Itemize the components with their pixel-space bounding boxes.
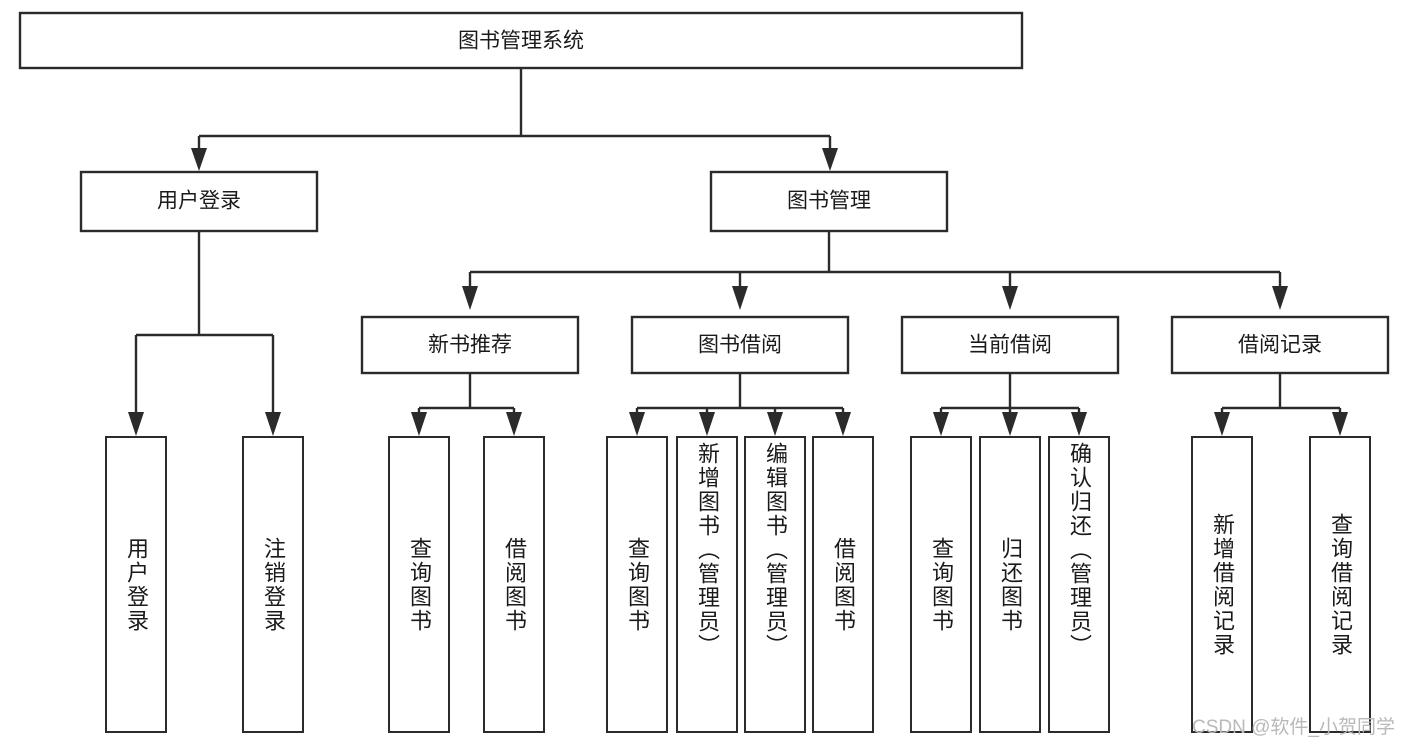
- node-new-book-recommend-rect[interactable]: [360, 315, 580, 375]
- node-user-login-label: 用户登录: [157, 190, 241, 213]
- arrow-icon: [835, 412, 851, 436]
- arrow-icon: [191, 148, 207, 171]
- arrow-icon: [462, 286, 478, 310]
- leaf-add-borrow-record[interactable]: 新增借阅记录: [1191, 436, 1253, 733]
- arrow-icon: [933, 412, 949, 436]
- node-book-management[interactable]: 图书管理: [709, 170, 949, 233]
- arrow-icon: [1002, 286, 1018, 310]
- leaf-user-login[interactable]: 用户登录: [105, 436, 167, 733]
- leaf-current-query-book-label: 查询图书: [929, 536, 954, 633]
- leaf-recommend-query-book[interactable]: 查询图书: [388, 436, 450, 733]
- arrow-icon: [1272, 286, 1288, 310]
- node-user-login[interactable]: 用户登录: [79, 170, 319, 233]
- leaf-recommend-borrow-book-label: 借阅图书: [502, 536, 527, 633]
- arrow-icon: [1214, 412, 1230, 436]
- node-current-borrow-label: 当前借阅: [968, 334, 1052, 357]
- arrow-icon: [1071, 412, 1087, 436]
- connector-user-login-to-leaves: [128, 231, 281, 436]
- leaf-query-borrow-record[interactable]: 查询借阅记录: [1309, 436, 1371, 733]
- connector-current-borrow-to-leaves: [933, 373, 1087, 436]
- leaf-borrow-book[interactable]: 借阅图书: [812, 436, 874, 733]
- node-book-management-rect[interactable]: [709, 170, 949, 233]
- leaf-confirm-return-admin-label: 确认归还（管理员）: [1067, 442, 1092, 658]
- leaf-user-login-label: 用户登录: [124, 536, 149, 633]
- node-book-borrow-rect[interactable]: [630, 315, 850, 375]
- node-new-book-recommend[interactable]: 新书推荐: [360, 315, 580, 375]
- watermark: CSDN @软件_小贺同学: [1192, 717, 1395, 738]
- node-borrow-record[interactable]: 借阅记录: [1170, 315, 1390, 375]
- leaf-borrow-book-label: 借阅图书: [831, 536, 856, 633]
- arrow-icon: [1002, 412, 1018, 436]
- leaf-recommend-query-book-label: 查询图书: [407, 536, 432, 633]
- arrow-icon: [506, 412, 522, 436]
- node-new-book-recommend-label: 新书推荐: [428, 334, 512, 357]
- node-borrow-record-rect[interactable]: [1170, 315, 1390, 375]
- leaf-add-book-admin[interactable]: 新增图书（管理员）: [676, 436, 738, 733]
- node-book-borrow[interactable]: 图书借阅: [630, 315, 850, 375]
- leaf-add-borrow-record-label: 新增借阅记录: [1210, 512, 1235, 657]
- node-book-management-label: 图书管理: [787, 190, 871, 213]
- leaf-edit-book-admin[interactable]: 编辑图书（管理员）: [744, 436, 806, 733]
- leaf-return-book-label: 归还图书: [998, 536, 1023, 633]
- leaf-borrow-query-book-label: 查询图书: [625, 536, 650, 633]
- leaf-return-book[interactable]: 归还图书: [979, 436, 1041, 733]
- arrow-icon: [629, 412, 645, 436]
- leaf-borrow-query-book[interactable]: 查询图书: [606, 436, 668, 733]
- arrow-icon: [265, 412, 281, 436]
- arrow-icon: [128, 412, 144, 436]
- node-current-borrow[interactable]: 当前借阅: [900, 315, 1120, 375]
- arrow-icon: [1332, 412, 1348, 436]
- connector-book-borrow-to-leaves: [629, 373, 851, 436]
- node-user-login-rect[interactable]: [79, 170, 319, 233]
- node-root[interactable]: 图书管理系统: [18, 11, 1024, 70]
- arrow-icon: [411, 412, 427, 436]
- leaf-confirm-return-admin[interactable]: 确认归还（管理员）: [1048, 436, 1110, 733]
- leaf-add-book-admin-label: 新增图书（管理员）: [695, 442, 720, 658]
- leaf-edit-book-admin-label: 编辑图书（管理员）: [763, 442, 788, 658]
- leaf-recommend-borrow-book[interactable]: 借阅图书: [483, 436, 545, 733]
- connector-borrow-record-to-leaves: [1214, 373, 1348, 436]
- connector-root-to-level2: [191, 68, 838, 171]
- leaf-query-borrow-record-label: 查询借阅记录: [1328, 512, 1353, 657]
- leaf-current-query-book[interactable]: 查询图书: [910, 436, 972, 733]
- node-root-label: 图书管理系统: [458, 30, 584, 53]
- arrow-icon: [822, 148, 838, 171]
- node-borrow-record-label: 借阅记录: [1238, 334, 1322, 357]
- leaf-logout[interactable]: 注销登录: [242, 436, 304, 733]
- arrow-icon: [732, 286, 748, 310]
- arrow-icon: [767, 412, 783, 436]
- node-root-rect[interactable]: [18, 11, 1024, 70]
- connector-new-book-recommend-to-leaves: [411, 373, 522, 436]
- arrow-icon: [699, 412, 715, 436]
- leaf-logout-label: 注销登录: [261, 536, 286, 633]
- connector-book-management-to-level3: [462, 231, 1288, 310]
- node-book-borrow-label: 图书借阅: [698, 334, 782, 357]
